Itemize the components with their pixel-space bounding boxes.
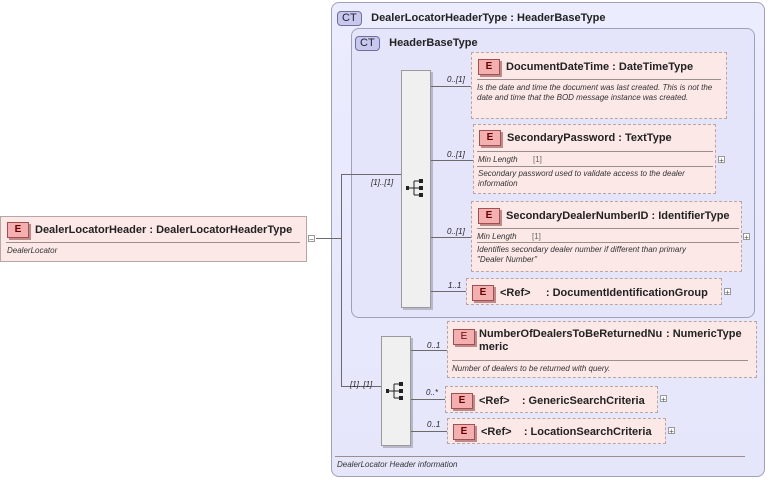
element-name-line2: meric <box>479 341 509 353</box>
element-divider <box>452 360 748 361</box>
ct-inner-header: CT HeaderBaseType <box>355 33 478 51</box>
card-location-search-criteria: 0..1 <box>427 420 441 429</box>
card-secondary-dealer-number: 0..[1] <box>447 227 465 236</box>
branch-secondary-dealer-number <box>431 237 471 238</box>
element-header: E <Ref> : DocumentIdentificationGroup <box>472 285 708 301</box>
element-name: <Ref> <box>500 286 531 299</box>
card-document-identification-group: 1..1 <box>448 281 462 290</box>
expand-icon[interactable]: + <box>718 156 725 165</box>
connector-seq1 <box>341 174 401 175</box>
element-ref-location-search-criteria[interactable]: E <Ref> : LocationSearchCriteria <box>447 418 666 444</box>
expand-icon[interactable]: + <box>668 427 675 436</box>
branch-number-of-dealers <box>411 350 447 351</box>
sequence-icon <box>406 179 423 197</box>
element-badge-icon: E <box>479 130 501 146</box>
element-type: : TextType <box>618 131 672 144</box>
element-doc: Identifies secondary dealer number if di… <box>477 245 686 264</box>
element-divider <box>477 166 713 167</box>
element-header: E DocumentDateTime : DateTimeType <box>478 59 693 75</box>
element-secondary-password[interactable]: E SecondaryPassword : TextType Min Length… <box>473 124 716 194</box>
attr-value-min-length: [1] <box>532 232 541 241</box>
element-badge-icon: E <box>7 222 29 238</box>
complex-type-badge-icon: CT <box>337 11 362 26</box>
connector-root <box>316 238 341 239</box>
root-divider <box>6 242 300 243</box>
element-header: E SecondaryDealerNumberID : IdentifierTyp… <box>478 208 730 224</box>
element-divider <box>477 242 739 243</box>
attr-name-min-length: Min Length <box>478 155 518 164</box>
connector-trunk <box>341 174 342 386</box>
card-document-date-time: 0..[1] <box>447 75 465 84</box>
element-badge-icon: E <box>453 424 475 440</box>
element-ref-document-identification-group[interactable]: E <Ref> : DocumentIdentificationGroup <box>466 278 722 305</box>
element-header: E <Ref> : LocationSearchCriteria <box>453 424 652 440</box>
element-name: <Ref> <box>481 425 512 438</box>
ct-outer-title: DealerLocatorHeaderType : HeaderBaseType <box>371 12 606 24</box>
card-secondary-password: 0..[1] <box>447 150 465 159</box>
element-badge-icon: E <box>451 393 473 409</box>
element-header: E SecondaryPassword : TextType <box>479 130 672 146</box>
branch-generic-search-criteria <box>411 399 445 400</box>
element-secondary-dealer-number-id[interactable]: E SecondaryDealerNumberID : IdentifierTyp… <box>471 201 742 272</box>
branch-location-search-criteria <box>411 431 447 432</box>
card-number-of-dealers: 0..1 <box>427 341 441 350</box>
element-badge-icon: E <box>472 285 494 301</box>
element-document-date-time[interactable]: E DocumentDateTime : DateTimeType Is the … <box>471 52 727 119</box>
connector-seq2 <box>341 386 381 387</box>
collapse-icon[interactable]: − <box>308 235 315 244</box>
element-doc: Secondary password used to validate acce… <box>478 169 685 188</box>
element-type: : DocumentIdentificationGroup <box>545 286 708 299</box>
branch-document-date-time <box>431 86 471 87</box>
root-element-dealer-locator-header[interactable]: E DealerLocatorHeader : DealerLocatorHead… <box>0 216 307 262</box>
root-element-name: DealerLocatorHeader <box>35 223 147 236</box>
ct-outer-divider <box>335 456 745 457</box>
sequence-icon <box>386 382 403 400</box>
attr-value-min-length: [1] <box>533 155 542 164</box>
expand-icon[interactable]: + <box>743 233 750 242</box>
expand-icon[interactable]: + <box>660 395 667 404</box>
element-divider <box>477 79 721 80</box>
attr-name-min-length: Min Length <box>477 232 517 241</box>
element-badge-icon: E <box>478 208 500 224</box>
element-name: SecondaryPassword <box>507 131 616 144</box>
element-badge-icon: E <box>453 329 475 345</box>
element-type: : LocationSearchCriteria <box>523 425 652 438</box>
ct-inner-title: HeaderBaseType <box>389 37 478 49</box>
branch-secondary-password <box>431 160 473 161</box>
expand-icon[interactable]: + <box>724 288 731 297</box>
root-element-header: E DealerLocatorHeader : DealerLocatorHead… <box>7 222 292 238</box>
seq1-cardinality: [1]..[1] <box>371 178 394 187</box>
element-header: E <Ref> : GenericSearchCriteria <box>451 393 645 409</box>
element-divider <box>477 228 739 229</box>
ct-outer-header: CT DealerLocatorHeaderType : HeaderBaseT… <box>337 8 605 26</box>
root-doc: DealerLocator <box>7 246 58 255</box>
sequence-compositor-1[interactable] <box>401 70 431 308</box>
ct-outer-doc: DealerLocator Header information <box>337 460 458 469</box>
element-badge-icon: E <box>478 59 500 75</box>
complex-type-badge-icon: CT <box>355 36 380 51</box>
element-name: <Ref> <box>479 394 510 407</box>
element-type: : DateTimeType <box>612 60 694 73</box>
element-name-line1: NumberOfDealersToBeReturnedNu <box>479 328 663 340</box>
element-header: NumberOfDealersToBeReturnedNu meric <box>479 328 662 354</box>
seq2-cardinality: [1]..[1] <box>350 380 373 389</box>
element-ref-generic-search-criteria[interactable]: E <Ref> : GenericSearchCriteria <box>445 386 658 413</box>
element-number-of-dealers-to-be-returned-numeric[interactable]: E NumberOfDealersToBeReturnedNu meric : … <box>447 321 757 378</box>
element-divider <box>477 151 713 152</box>
seq1-branch-spacer <box>431 86 432 288</box>
element-type: : IdentifierType <box>651 209 730 222</box>
card-generic-search-criteria: 0..* <box>426 388 439 397</box>
element-name: SecondaryDealerNumberID <box>506 209 649 222</box>
branch-document-identification-group <box>431 291 466 292</box>
element-type: : GenericSearchCriteria <box>521 394 645 407</box>
element-doc: Number of dealers to be returned with qu… <box>452 364 611 373</box>
root-element-type: : DealerLocatorHeaderType <box>149 223 293 236</box>
element-doc: Is the date and time the document was la… <box>477 83 713 102</box>
element-name: DocumentDateTime <box>506 60 610 73</box>
element-type: : NumericType <box>666 328 742 340</box>
